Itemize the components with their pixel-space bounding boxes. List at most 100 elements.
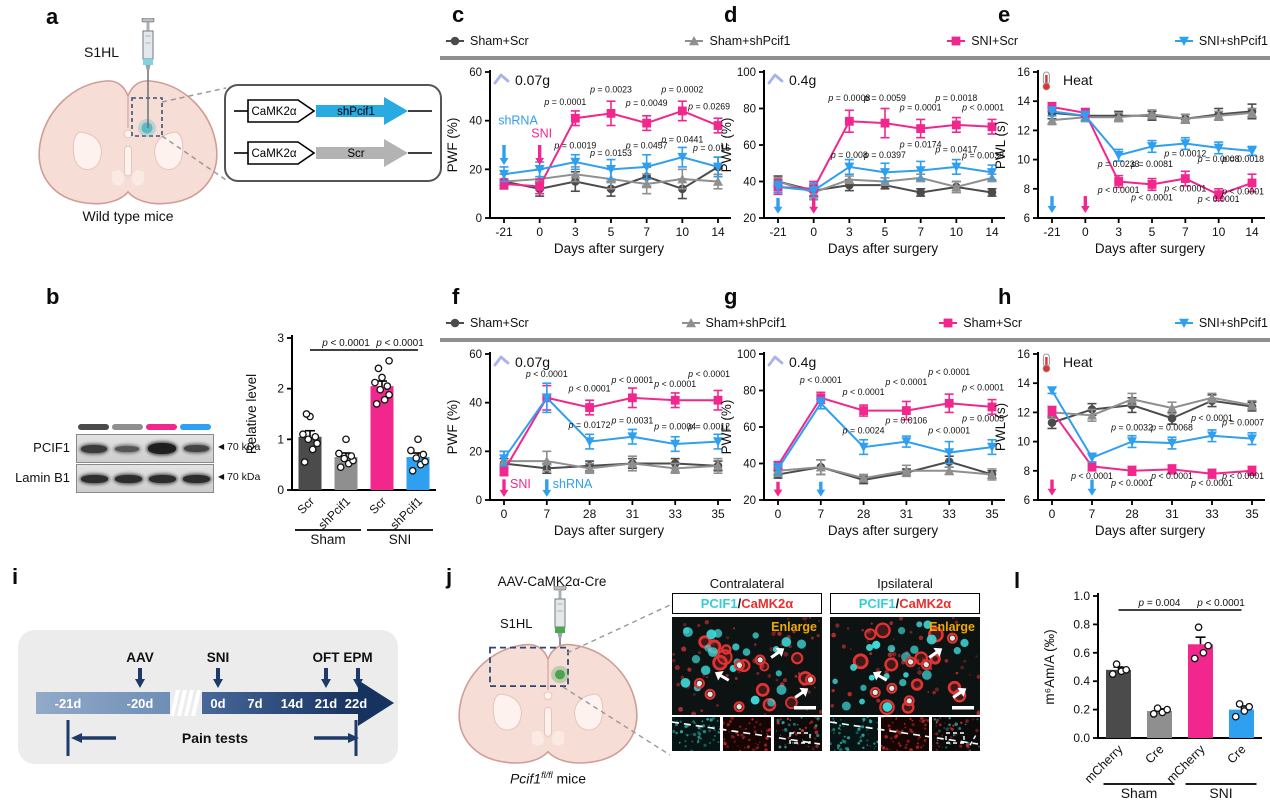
pointer-arrow (872, 670, 888, 682)
filament-icon (767, 73, 784, 85)
p-value: p = 0.0457 (625, 141, 668, 151)
p-value: p = 0.0019 (553, 141, 596, 151)
filament-icon (767, 355, 784, 367)
y-tick-label: 2 (277, 382, 284, 396)
data-marker (1087, 462, 1097, 471)
plot-title: Heat (1063, 354, 1093, 370)
filament-icon (493, 73, 510, 85)
enlarge-label: Enlarge (929, 620, 975, 634)
y-tick-label: 12 (1017, 407, 1030, 419)
series-Sham+Scr (773, 455, 997, 485)
y-tick-label: 60 (743, 422, 756, 434)
legend-label: SNI+Scr (971, 34, 1019, 48)
y-tick-label: 60 (469, 67, 482, 79)
p-value: p < 0.0001 (525, 369, 568, 379)
timeline-tick: 21d (315, 696, 337, 711)
data-point (1190, 654, 1199, 663)
syringe-icon (141, 18, 155, 128)
legend-marker-icon (1174, 318, 1193, 328)
data-point (374, 364, 383, 373)
legend-label: Sham+Scr (963, 316, 1023, 330)
p-value: p = 0.0018 (934, 93, 977, 103)
data-marker (880, 168, 890, 178)
y-axis-label: PWF (%) (445, 118, 460, 173)
data-point (1199, 648, 1208, 657)
panel-label-a: a (46, 4, 59, 29)
y-tick-label: 14 (1017, 378, 1030, 390)
construct-diagram-box: CaMK2α shPcif1 CaMK2α Scr (224, 84, 442, 182)
data-point (300, 458, 309, 466)
event-arrowhead (809, 206, 819, 214)
brain-section-diagram (38, 80, 218, 205)
y-tick-label: 40 (469, 116, 482, 128)
legend-marker-icon (685, 36, 704, 46)
p-value: p = 0.0001 (543, 97, 586, 107)
data-marker (570, 169, 581, 179)
promoter-label: CaMK2α (252, 106, 297, 118)
data-marker (901, 465, 912, 476)
data-marker (534, 165, 545, 175)
y-tick-label: 12 (1017, 125, 1030, 137)
data-marker (859, 406, 868, 415)
stain-header: PCIF1/CaMK2α (830, 593, 980, 614)
data-marker (670, 439, 681, 450)
y-tick-label: 60 (743, 140, 756, 152)
data-marker (1127, 466, 1137, 476)
x-tick-label: 28 (1125, 507, 1139, 521)
data-point (1112, 660, 1121, 669)
x-tick-label: 7 (917, 225, 924, 239)
data-marker (1127, 437, 1137, 447)
p-value: p < 0.0001 (842, 387, 885, 397)
data-point (383, 382, 392, 390)
syringe-barrel (142, 30, 154, 60)
plunger-cap (141, 18, 155, 23)
p-value: p = 0.0007 (1221, 418, 1264, 428)
ventricle-left (492, 693, 522, 731)
legend-label: Sham+Scr (470, 316, 529, 330)
timeline-event-SNI: SNI (207, 650, 230, 665)
pain-tests-label: Pain tests (182, 730, 248, 746)
left-arrowhead (71, 733, 82, 743)
data-marker (1167, 413, 1177, 423)
event-arrowhead (816, 489, 826, 497)
y-axis-label: Relative level (244, 374, 259, 454)
data-marker (815, 398, 826, 409)
data-marker (450, 318, 460, 328)
y-tick-label: 20 (469, 164, 482, 176)
plot-annotation: shRNA (498, 113, 538, 127)
x-tick-label: 14 (985, 225, 999, 239)
timeline-tick: -21d (55, 696, 82, 711)
data-marker (951, 36, 961, 46)
data-marker (1178, 318, 1189, 328)
data-marker (1247, 146, 1257, 156)
p-value: p = 0.0081 (1130, 159, 1173, 169)
data-marker (815, 462, 826, 472)
data-marker (606, 108, 616, 118)
legend-marker-icon (947, 36, 966, 46)
x-tick-label: 5 (1149, 225, 1156, 239)
x-tick-label: mCherry (1164, 742, 1208, 786)
stain-pcif1-label: PCIF1 (700, 596, 738, 611)
x-tick-label: -21 (769, 225, 787, 239)
x-tick-label: 28 (583, 507, 597, 521)
data-marker (713, 460, 723, 471)
timeline-arrowhead (358, 680, 394, 726)
divider-line (440, 338, 1270, 342)
x-tick-label: 31 (626, 507, 640, 521)
x-tick-label: Scr (366, 494, 389, 517)
bar-Scr (370, 356, 394, 490)
brain-outline (38, 80, 218, 205)
data-marker (902, 406, 911, 415)
legend-marker-icon (446, 318, 464, 328)
p-value: p = 0.0233 (1097, 159, 1140, 169)
data-marker (570, 157, 581, 168)
data-marker (1113, 150, 1124, 161)
data-marker (915, 166, 926, 176)
series-Sham+shPcif1 (1047, 392, 1257, 422)
panel-label-d: d (724, 2, 738, 27)
data-marker (606, 165, 616, 175)
data-marker (773, 464, 783, 474)
data-point (1235, 700, 1244, 708)
data-marker (1167, 403, 1177, 413)
